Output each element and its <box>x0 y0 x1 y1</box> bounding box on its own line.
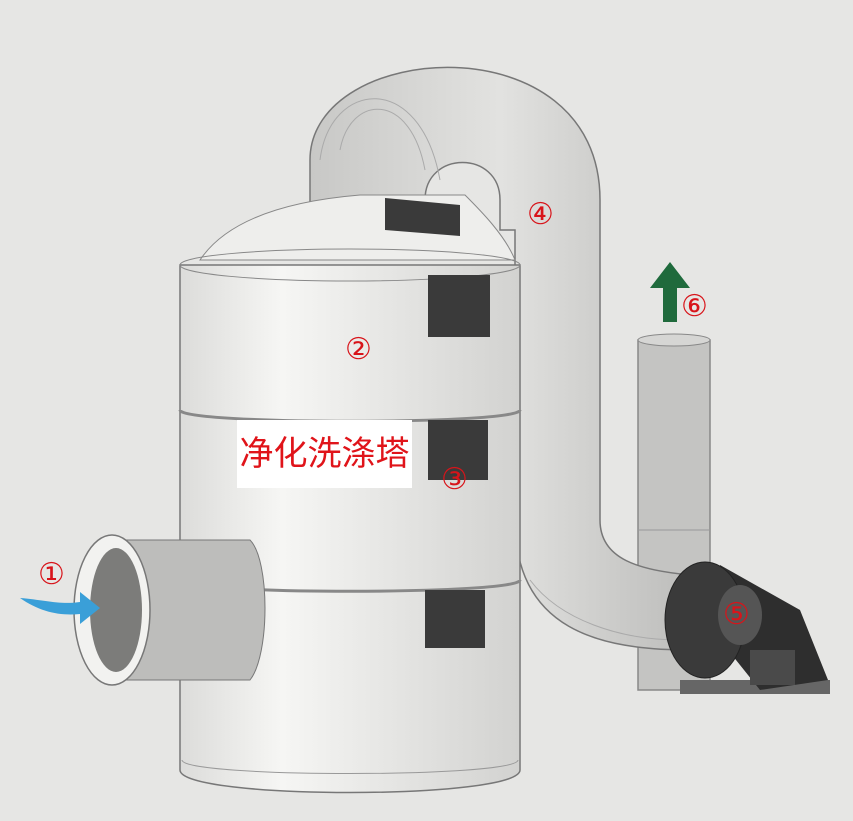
tower-window <box>428 275 490 337</box>
fan <box>664 561 830 694</box>
inlet-pipe <box>73 534 266 686</box>
tower <box>178 194 522 794</box>
tower-window <box>428 420 488 480</box>
marker-fan: ⑤ <box>723 597 750 632</box>
marker-tower-body: ② <box>345 332 372 367</box>
marker-tower-window: ③ <box>441 462 468 497</box>
marker-duct: ④ <box>527 197 554 232</box>
inlet-arrow-icon <box>20 592 100 624</box>
tower-window <box>425 590 485 648</box>
tower-title-label: 净化洗涤塔 <box>237 420 412 488</box>
marker-outlet: ⑥ <box>681 289 708 324</box>
marker-inlet: ① <box>38 557 65 592</box>
outlet-arrow-icon <box>650 262 690 322</box>
